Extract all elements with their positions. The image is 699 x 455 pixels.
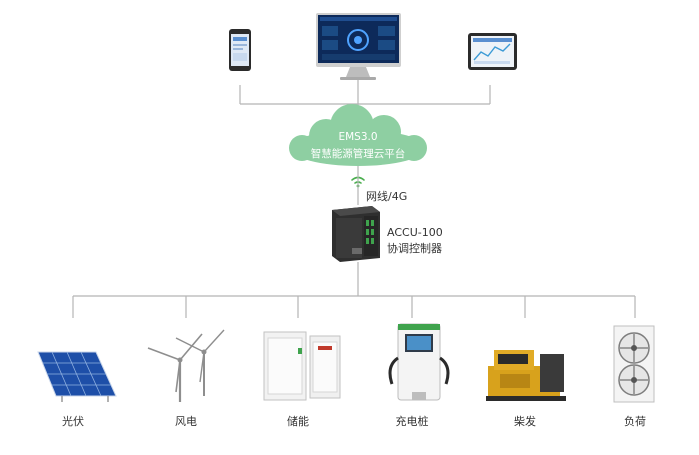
phone-icon xyxy=(229,29,251,71)
hvac-load-icon xyxy=(613,325,655,403)
ev-charger-icon xyxy=(388,323,450,401)
cloud-platform-icon xyxy=(289,104,427,166)
controller-model: ACCU-100 xyxy=(387,226,443,239)
wind-turbine-icon xyxy=(147,329,225,402)
controller-name: 协调控制器 xyxy=(387,242,442,255)
link-label: 网线/4G xyxy=(366,190,408,203)
diesel-generator-icon xyxy=(486,350,566,401)
platform-title: EMS3.0 xyxy=(338,131,378,143)
device-label-storage: 储能 xyxy=(287,415,309,428)
device-label-generator: 柴发 xyxy=(514,415,536,428)
energy-storage-cabinet-icon xyxy=(263,331,341,401)
device-label-charger: 充电桩 xyxy=(395,415,429,428)
device-label-wind: 风电 xyxy=(175,415,197,428)
device-label-load: 负荷 xyxy=(624,415,646,428)
platform-subtitle: 智慧能源管理云平台 xyxy=(310,148,406,160)
desktop-monitor-icon xyxy=(316,13,401,80)
solar-panel-icon xyxy=(37,351,117,402)
device-bus-lines xyxy=(72,262,636,318)
device-label-solar: 光伏 xyxy=(62,415,84,428)
controller-device-icon xyxy=(332,206,380,262)
tablet-icon xyxy=(468,33,517,70)
